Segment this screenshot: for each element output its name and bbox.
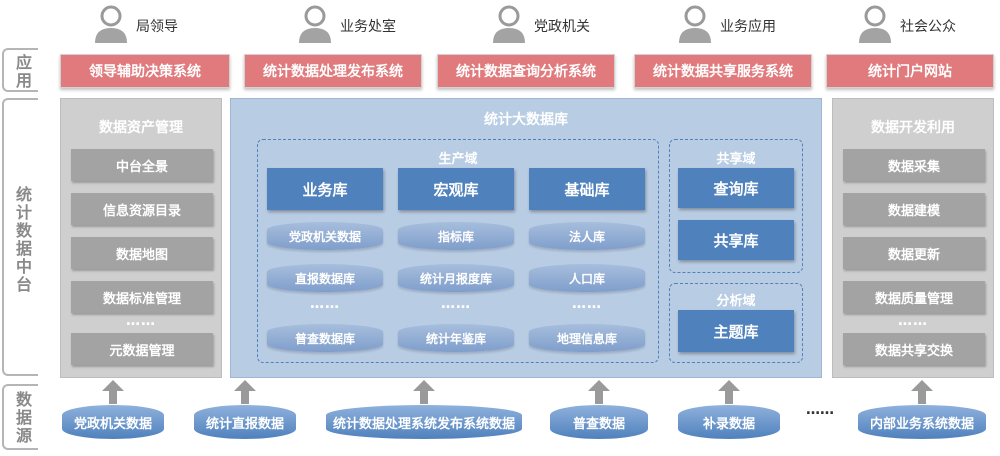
source-cylinder-3[interactable]: 普查数据 — [550, 405, 648, 439]
source-cylinder-2[interactable]: 统计数据处理系统发布系统数据 — [326, 405, 522, 439]
up-arrow-icon — [234, 380, 256, 408]
asset-item-standard[interactable]: 数据标准管理 — [71, 281, 213, 313]
dev-item-model[interactable]: 数据建模 — [843, 193, 985, 225]
share-domain: 共享域 查询库 共享库 — [669, 139, 803, 273]
source-cylinder-0[interactable]: 党政机关数据 — [62, 405, 164, 439]
theme-db[interactable]: 主题库 — [678, 310, 794, 352]
dev-item-quality[interactable]: 数据质量管理 — [843, 281, 985, 313]
app-button-2[interactable]: 统计数据查询分析系统 — [437, 54, 615, 88]
up-arrow-icon — [588, 380, 610, 408]
yearbook-db-cylinder[interactable]: 统计年鉴库 — [398, 324, 514, 352]
user-label: 业务应用 — [720, 19, 776, 35]
col3-ellipsis: …… — [572, 296, 602, 312]
up-arrow-icon — [102, 380, 124, 408]
user-group-4: 社会公众 — [856, 4, 956, 48]
source-cylinder-1[interactable]: 统计直报数据 — [194, 405, 296, 439]
user-label: 党政机关 — [534, 19, 590, 35]
party-gov-data-cylinder[interactable]: 党政机关数据 — [267, 222, 383, 250]
query-db[interactable]: 查询库 — [678, 168, 794, 208]
user-label: 社会公众 — [900, 19, 956, 35]
up-arrow-icon — [718, 380, 740, 408]
asset-item-overview[interactable]: 中台全景 — [71, 149, 213, 181]
big-database-panel: 统计大数据库 生产域 业务库 宏观库 基础库 党政机关数据 直报数据库 …… 普… — [230, 98, 822, 378]
user-icon — [676, 4, 714, 48]
user-icon — [92, 4, 130, 48]
platform-bracket — [2, 98, 38, 376]
production-domain: 生产域 业务库 宏观库 基础库 党政机关数据 直报数据库 …… 普查数据库 指标… — [257, 139, 659, 363]
data-development-title: 数据开发利用 — [871, 120, 955, 136]
production-domain-title: 生产域 — [438, 152, 478, 167]
share-db[interactable]: 共享库 — [678, 220, 794, 260]
application-bracket — [2, 48, 38, 92]
source-cylinder-4[interactable]: 补录数据 — [678, 405, 780, 439]
user-icon — [490, 4, 528, 48]
up-arrow-icon — [413, 380, 435, 408]
up-arrow-icon — [911, 380, 933, 408]
user-group-1: 业务处室 — [296, 4, 396, 48]
user-group-3: 业务应用 — [676, 4, 776, 48]
base-db[interactable]: 基础库 — [529, 168, 645, 210]
business-db[interactable]: 业务库 — [267, 168, 383, 210]
direct-report-db-cylinder[interactable]: 直报数据库 — [267, 264, 383, 292]
dev-ellipsis: …… — [898, 313, 928, 329]
source-layer-label: 数据源 — [13, 391, 32, 445]
dev-item-exchange[interactable]: 数据共享交换 — [843, 333, 985, 365]
asset-item-catalog[interactable]: 信息资源目录 — [71, 193, 213, 225]
analysis-domain: 分析域 主题库 — [669, 283, 803, 363]
col2-ellipsis: …… — [441, 296, 471, 312]
asset-management-panel: 数据资产管理 中台全景 信息资源目录 数据地图 数据标准管理 …… 元数据管理 — [60, 98, 222, 378]
dev-item-collect[interactable]: 数据采集 — [843, 149, 985, 181]
user-icon — [856, 4, 894, 48]
sources-ellipsis: …… — [806, 402, 834, 418]
source-cylinder-5[interactable]: 内部业务系统数据 — [858, 405, 986, 439]
user-label: 局领导 — [136, 19, 178, 35]
app-button-3[interactable]: 统计数据共享服务系统 — [634, 54, 812, 88]
platform-layer-label: 统计数据中台 — [13, 186, 32, 294]
share-domain-title: 共享域 — [716, 152, 756, 167]
big-database-title: 统计大数据库 — [484, 112, 568, 128]
asset-ellipsis: …… — [126, 313, 156, 329]
user-icon — [296, 4, 334, 48]
user-group-0: 局领导 — [92, 4, 178, 48]
app-button-1[interactable]: 统计数据处理发布系统 — [244, 54, 422, 88]
user-group-2: 党政机关 — [490, 4, 590, 48]
data-development-panel: 数据开发利用 数据采集 数据建模 数据更新 数据质量管理 …… 数据共享交换 — [832, 98, 994, 378]
app-button-0[interactable]: 领导辅助决策系统 — [60, 54, 230, 88]
geo-info-db-cylinder[interactable]: 地理信息库 — [529, 324, 645, 352]
population-db-cylinder[interactable]: 人口库 — [529, 264, 645, 292]
analysis-domain-title: 分析域 — [716, 294, 756, 309]
monthly-report-db-cylinder[interactable]: 统计月报度库 — [398, 264, 514, 292]
asset-management-title: 数据资产管理 — [99, 120, 183, 136]
col1-ellipsis: …… — [310, 296, 340, 312]
census-db-cylinder[interactable]: 普查数据库 — [267, 324, 383, 352]
user-label: 业务处室 — [340, 19, 396, 35]
application-layer-label: 应用 — [13, 54, 32, 90]
app-button-4[interactable]: 统计门户网站 — [826, 54, 994, 88]
macro-db[interactable]: 宏观库 — [398, 168, 514, 210]
dev-item-update[interactable]: 数据更新 — [843, 237, 985, 269]
asset-item-map[interactable]: 数据地图 — [71, 237, 213, 269]
source-bracket — [2, 384, 38, 450]
indicator-db-cylinder[interactable]: 指标库 — [398, 222, 514, 250]
asset-item-metadata[interactable]: 元数据管理 — [71, 333, 213, 365]
legal-entity-db-cylinder[interactable]: 法人库 — [529, 222, 645, 250]
